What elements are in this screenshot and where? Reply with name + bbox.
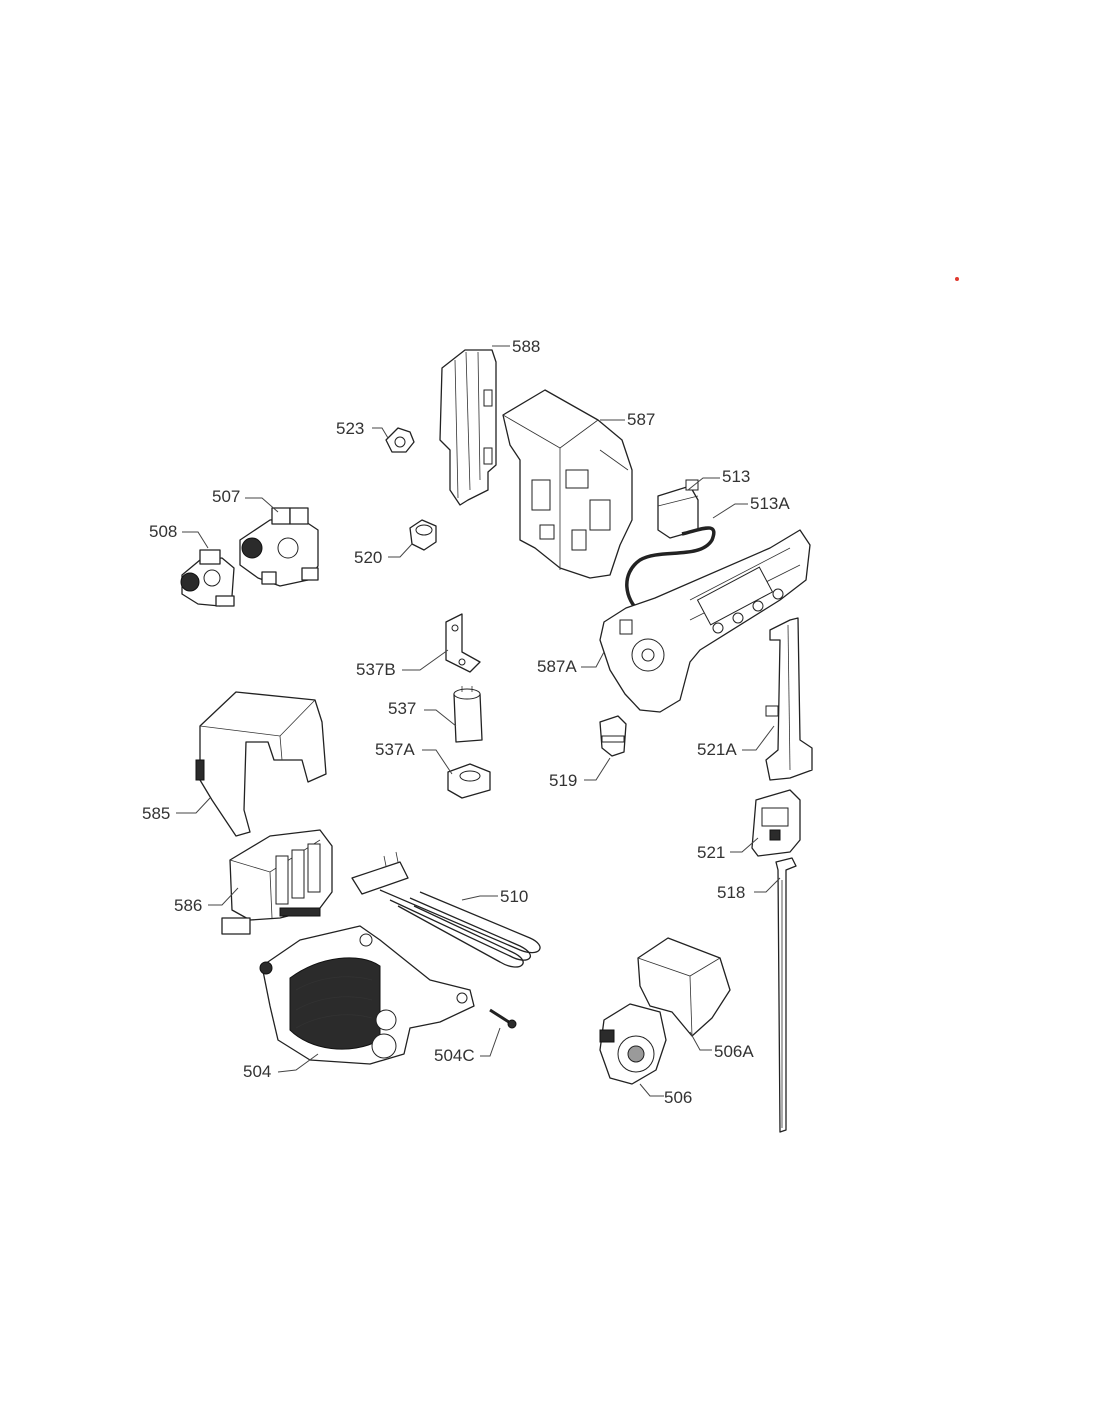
part-504c-screw	[489, 1008, 517, 1029]
label-521a: 521A	[697, 740, 737, 759]
part-521a-rail	[765, 617, 813, 781]
label-506a: 506A	[714, 1042, 754, 1061]
label-537a: 537A	[375, 740, 415, 759]
label-520: 520	[354, 548, 382, 567]
part-506a-pump-cover	[637, 937, 731, 1037]
part-537-capacitor	[453, 686, 483, 743]
label-587: 587	[627, 410, 655, 429]
part-588-bracket	[439, 349, 497, 506]
part-513-connector	[657, 479, 699, 539]
label-588: 588	[512, 337, 540, 356]
label-521: 521	[697, 843, 725, 862]
label-510: 510	[500, 887, 528, 906]
part-513a-cable	[625, 526, 716, 614]
part-587-housing	[502, 389, 633, 579]
part-587a-control-panel	[599, 529, 811, 713]
label-585: 585	[142, 804, 170, 823]
label-523: 523	[336, 419, 364, 438]
part-518-rod	[775, 857, 797, 1133]
part-521-door-lock	[751, 789, 801, 857]
part-508-valve	[180, 549, 235, 607]
label-513a: 513A	[750, 494, 790, 513]
label-586: 586	[174, 896, 202, 915]
part-510-heater	[351, 851, 541, 968]
part-586-control-box	[221, 829, 333, 935]
label-587a: 587A	[537, 657, 577, 676]
label-513: 513	[722, 467, 750, 486]
label-504: 504	[243, 1062, 271, 1081]
label-507: 507	[212, 487, 240, 506]
part-506-drain-pump	[599, 1003, 667, 1085]
label-537: 537	[388, 699, 416, 718]
label-508: 508	[149, 522, 177, 541]
red-marker-dot	[955, 277, 959, 281]
part-523-clip	[385, 427, 415, 453]
part-537b-bracket	[445, 613, 481, 673]
label-519: 519	[549, 771, 577, 790]
part-537a-clamp	[447, 763, 491, 799]
part-519-sensor	[599, 715, 627, 757]
label-518: 518	[717, 883, 745, 902]
part-585-cover	[195, 691, 327, 837]
label-504c: 504C	[434, 1046, 475, 1065]
label-506: 506	[664, 1088, 692, 1107]
part-504-motor	[259, 925, 475, 1065]
part-520-cap	[409, 519, 437, 551]
part-507-valve	[239, 507, 319, 587]
label-537b: 537B	[356, 660, 396, 679]
